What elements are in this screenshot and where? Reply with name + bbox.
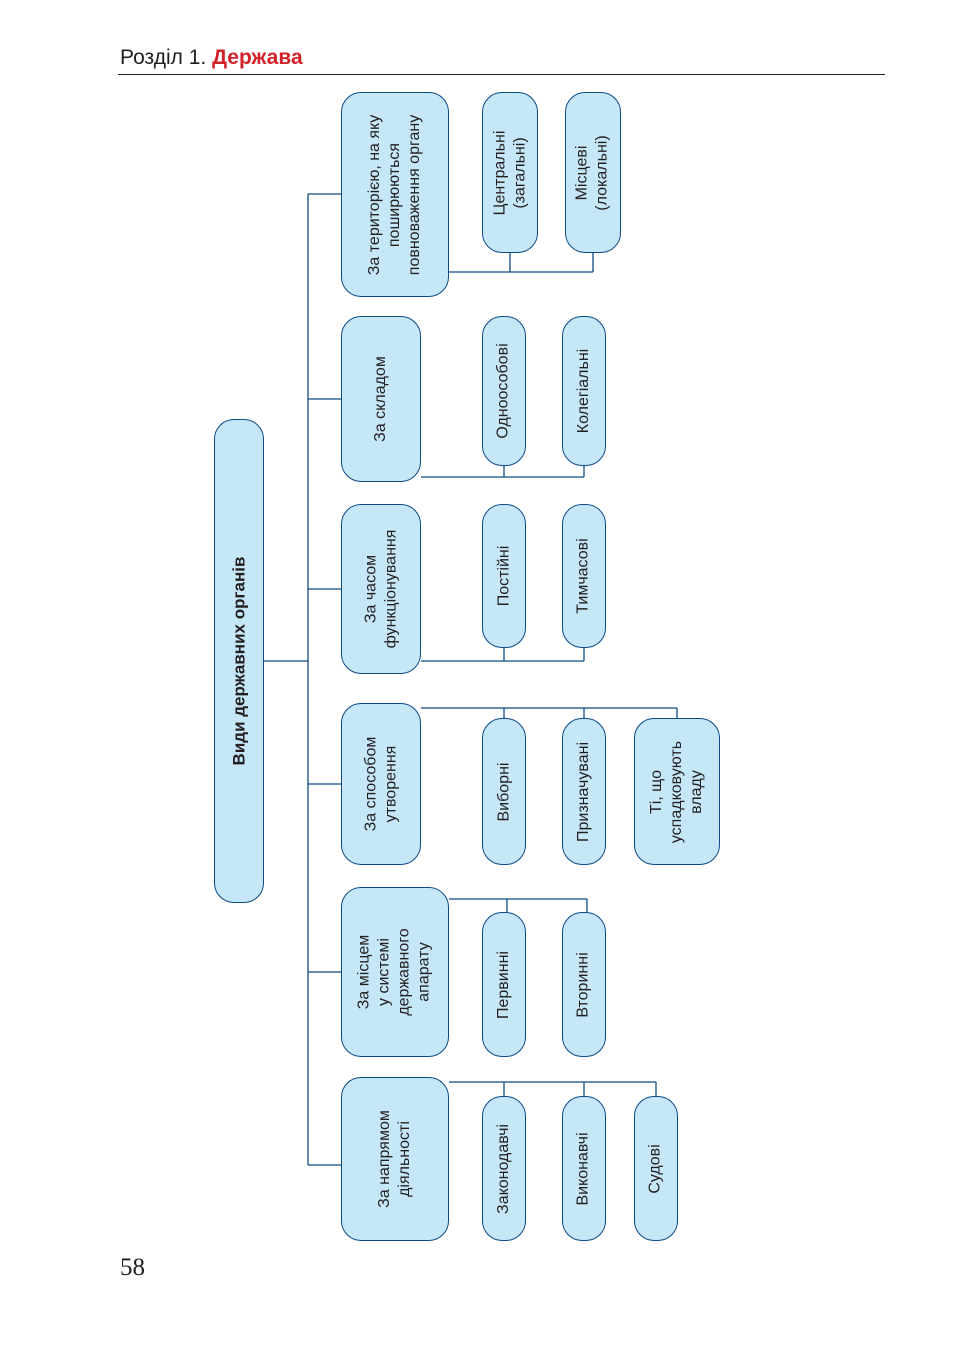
item-label: Центральні (загальні) xyxy=(491,130,529,215)
item-label: Вторинні xyxy=(575,951,592,1018)
item-node-central: Центральні (загальні) xyxy=(482,92,538,253)
item-label: Призначувані xyxy=(575,741,592,842)
category-label: За територією, на яку поширюються повнов… xyxy=(366,114,423,275)
section-label: Розділ 1. xyxy=(120,46,207,69)
item-node-legislative: Законодавчі xyxy=(482,1096,526,1241)
category-node-formation: За способом утворення xyxy=(341,703,421,865)
category-label: За напрямом діяльності xyxy=(376,1110,413,1208)
item-node-temporary: Тимчасові xyxy=(562,504,606,648)
item-label: Судові xyxy=(647,1143,664,1194)
category-label: За часом функціонування xyxy=(362,529,400,649)
item-label: Одноособові xyxy=(495,343,513,439)
item-node-local: Місцеві (локальні) xyxy=(565,92,621,253)
item-node-permanent: Постійні xyxy=(482,504,526,648)
header-rule xyxy=(118,74,885,75)
chapter-title: Держава xyxy=(212,46,303,69)
item-label: Місцеві (локальні) xyxy=(574,134,612,211)
item-node-inherited: Ті, що успадковують владу xyxy=(634,718,720,865)
item-node-judicial: Судові xyxy=(634,1096,678,1241)
page-header: Розділ 1. Держава xyxy=(120,46,303,70)
item-label: Законодавчі xyxy=(495,1123,512,1214)
root-label: Види державних органів xyxy=(229,556,248,766)
root-node: Види державних органів xyxy=(214,419,264,903)
item-label: Колегіальні xyxy=(575,348,593,434)
item-node-executive: Виконавчі xyxy=(562,1096,606,1241)
item-node-primary: Первинні xyxy=(482,912,526,1057)
category-node-territory: За територією, на яку поширюються повнов… xyxy=(341,92,449,297)
item-label: Первинні xyxy=(495,950,512,1019)
category-node-composition: За складом xyxy=(341,316,421,482)
item-label: Тимчасові xyxy=(575,538,592,614)
category-node-system-place: За місцем у системі державного апарату xyxy=(341,887,449,1057)
category-node-duration: За часом функціонування xyxy=(341,504,421,674)
item-node-appointed: Призначувані xyxy=(562,718,606,865)
item-node-single: Одноособові xyxy=(482,316,526,466)
item-node-secondary: Вторинні xyxy=(562,912,606,1057)
item-node-elected: Виборні xyxy=(482,718,526,865)
item-node-collegial: Колегіальні xyxy=(562,316,606,466)
category-label: За способом утворення xyxy=(362,736,399,832)
category-label: За складом xyxy=(372,356,389,442)
item-label: Виборні xyxy=(495,762,512,821)
item-label: Ті, що успадковують владу xyxy=(648,740,706,843)
category-label: За місцем у системі державного апарату xyxy=(355,928,433,1016)
item-label: Постійні xyxy=(495,545,513,607)
item-label: Виконавчі xyxy=(575,1131,592,1206)
page-number: 58 xyxy=(120,1254,145,1281)
category-node-activity: За напрямом діяльності xyxy=(341,1077,449,1241)
